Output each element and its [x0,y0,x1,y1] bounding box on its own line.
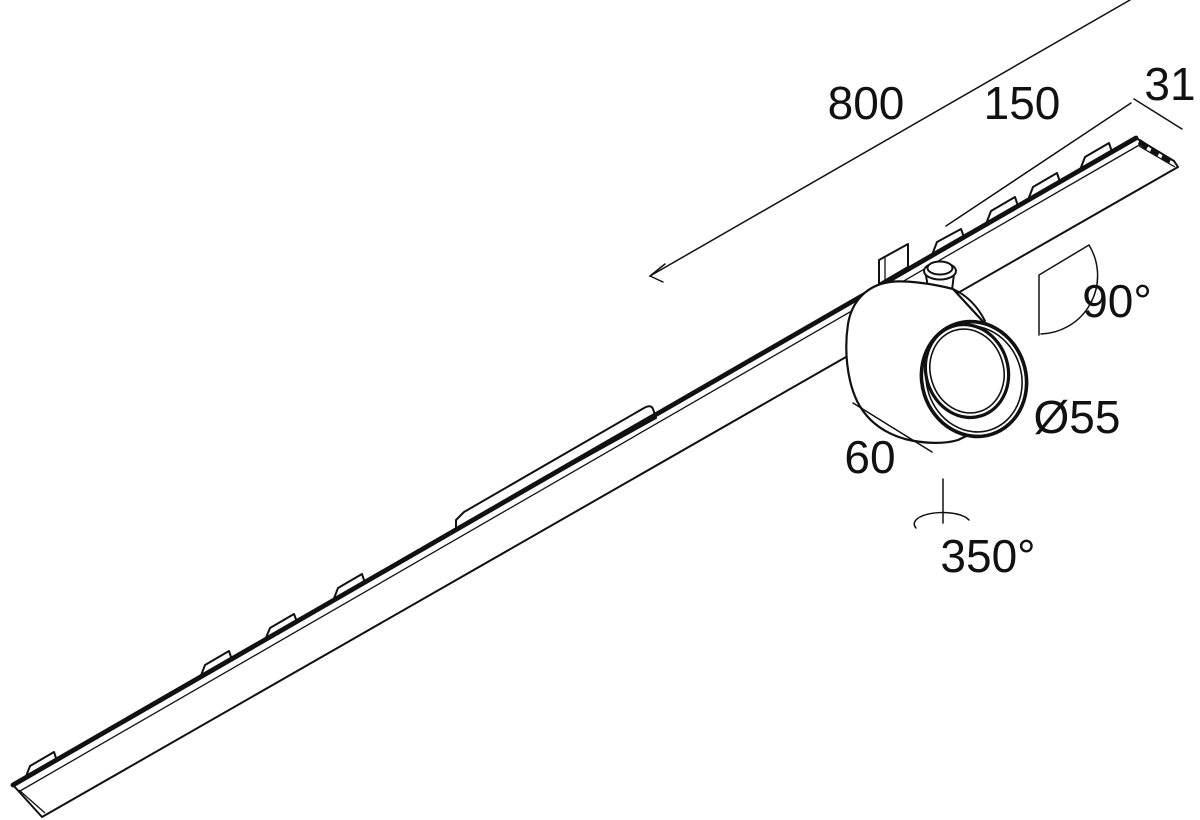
track-profile [10,135,1179,818]
rotation-arc-350 [913,511,970,529]
dim-label-31: 31 [1144,58,1195,110]
spot-body-shoulder-line [952,288,986,322]
dim-line-150 [945,102,1132,227]
dim-line-31 [1133,98,1183,130]
dim-label-800: 800 [828,77,905,129]
spot-lens-ring [923,322,1011,420]
spot-stem-cap [926,260,954,276]
dim-label-90: 90° [1082,275,1152,327]
track-left-endcap-line [18,789,46,814]
dim-label-diameter-55: Ø55 [1034,391,1121,443]
dim-arrowhead-800 [648,263,666,283]
dim-line-800 [649,0,1131,277]
spot-lens-ring-inner-line [929,328,1005,414]
spot-stem [923,260,957,293]
end-connector-teeth [1138,139,1171,164]
track-top-band [10,135,1139,788]
track-front-face [12,137,1179,818]
dim-label-150: 150 [984,77,1061,129]
dim-label-60: 60 [844,431,895,483]
spotlight-head [845,260,1029,444]
dim-label-350: 350° [940,530,1035,582]
dimension-annotations: 800 150 31 90° Ø55 60 350° [648,0,1196,582]
track-top-edge-line [19,143,1142,792]
dim-line-60 [852,402,933,453]
tilt-arc-90 [1038,243,1099,336]
